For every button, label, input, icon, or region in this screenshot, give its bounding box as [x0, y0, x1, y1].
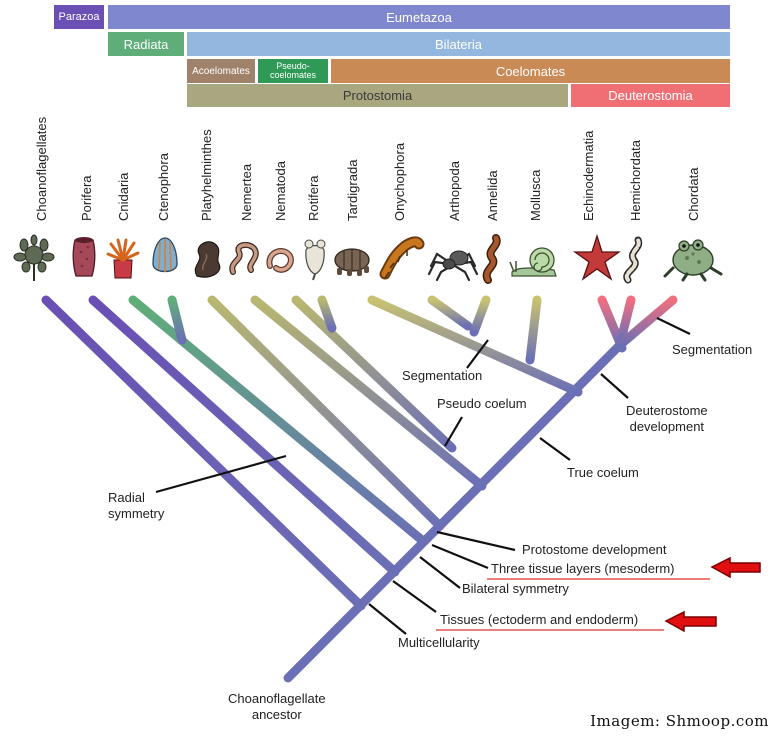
- red-arrow-icon: [710, 556, 761, 579]
- branch-pseudocoelomates: [250, 295, 487, 491]
- branch-platyhelminthes: [207, 295, 445, 531]
- band-deuterostomia: Deuterostomia: [571, 84, 730, 107]
- image-credit: Imagem: Shmoop.com: [590, 712, 769, 730]
- acorn-worm-icon: [623, 236, 643, 284]
- annotation-true-coelum: True coelum: [567, 465, 639, 480]
- pointer-radial: [155, 454, 287, 494]
- branch-nematoda: [291, 295, 457, 453]
- branch-mollusca: [525, 295, 542, 365]
- pointer-multicellularity: [368, 603, 407, 635]
- rotifer-icon: [304, 239, 326, 281]
- branch-chordata: [615, 295, 678, 350]
- branch-ctenophora: [167, 295, 187, 345]
- earthworm-icon: [482, 234, 501, 284]
- branch-rotifera: [317, 295, 337, 333]
- branch-coelomates-proto: [367, 295, 583, 397]
- ribbon-worm-icon: [229, 242, 259, 275]
- pointer-three-tissue: [431, 543, 489, 570]
- band-pseudocoelomates: Pseudo- coelomates: [258, 59, 328, 83]
- band-acoelomates: Acoelomates: [187, 59, 255, 83]
- annotation-deuterostome-line2: development: [629, 419, 705, 434]
- pointer-true-coelum: [539, 437, 571, 461]
- pointer-deuterostome: [600, 373, 629, 399]
- annotation-deuterostome: Deuterostome development: [626, 403, 708, 435]
- annotation-protostome-development: Protostome development: [522, 542, 667, 557]
- band-coelomates: Coelomates: [331, 59, 730, 83]
- pointer-bilateral: [419, 556, 461, 589]
- annotation-three-tissue-layers: Three tissue layers (mesoderm): [491, 561, 675, 576]
- band-eumetazoa: Eumetazoa: [108, 5, 730, 29]
- branch-choanoflagellates: [41, 295, 366, 611]
- band-parazoa: Parazoa: [54, 5, 104, 29]
- annotation-pseudo-coelum: Pseudo coelum: [437, 396, 527, 411]
- annotation-multicellularity: Multicellularity: [398, 635, 480, 650]
- branch-porifera: [88, 295, 400, 577]
- velvet-worm-icon: [379, 236, 425, 280]
- branch-hemichordata: [616, 295, 636, 345]
- annotation-radial-line2: symmetry: [108, 506, 165, 521]
- comb-jelly-icon: [152, 237, 178, 273]
- pointer-pseudo-coelum: [444, 416, 463, 447]
- annotation-tissues: Tissues (ectoderm and endoderm): [440, 612, 639, 627]
- spider-icon: [427, 250, 479, 282]
- annotation-radial: Radial symmetry: [108, 490, 164, 522]
- branch-arthropoda: [427, 295, 473, 331]
- snail-icon: [509, 247, 557, 277]
- tardigrade-icon: [334, 248, 370, 276]
- starfish-icon: [572, 233, 622, 281]
- band-pseudocoelomates-line1: Pseudo-: [276, 61, 310, 71]
- pointer-tissues: [392, 580, 437, 613]
- roundworm-icon: [266, 248, 294, 273]
- annotation-deuterostome-line1: Deuterostome: [626, 403, 708, 418]
- annotation-segmentation-protostome: Segmentation: [402, 368, 483, 383]
- band-radiata: Radiata: [108, 32, 184, 56]
- band-bilateria: Bilateria: [187, 32, 730, 56]
- branch-annelida: [469, 295, 491, 337]
- annotation-ancestor-line1: Choanoflagellate: [228, 691, 326, 706]
- pointer-segmentation-chordate: [656, 317, 691, 335]
- red-arrow-icon: [664, 610, 717, 633]
- pointer-segmentation-proto: [466, 339, 489, 369]
- annotation-ancestor: Choanoflagellate ancestor: [228, 691, 326, 723]
- anemone-icon: [106, 238, 140, 279]
- frog-icon: [663, 239, 723, 282]
- band-protostomia: Protostomia: [187, 84, 568, 107]
- flatworm-icon: [194, 241, 221, 278]
- tree-trunk: [283, 340, 625, 683]
- annotation-radial-line1: Radial: [108, 490, 145, 505]
- pointer-protostome-dev: [436, 530, 516, 552]
- annotation-bilateral-symmetry: Bilateral symmetry: [462, 581, 569, 596]
- sponge-icon: [72, 237, 96, 277]
- annotation-segmentation-chordate: Segmentation: [672, 342, 753, 357]
- annotation-ancestor-line2: ancestor: [251, 707, 302, 722]
- band-pseudocoelomates-line2: coelomates: [269, 70, 317, 80]
- choanoflagellate-icon: [13, 234, 55, 281]
